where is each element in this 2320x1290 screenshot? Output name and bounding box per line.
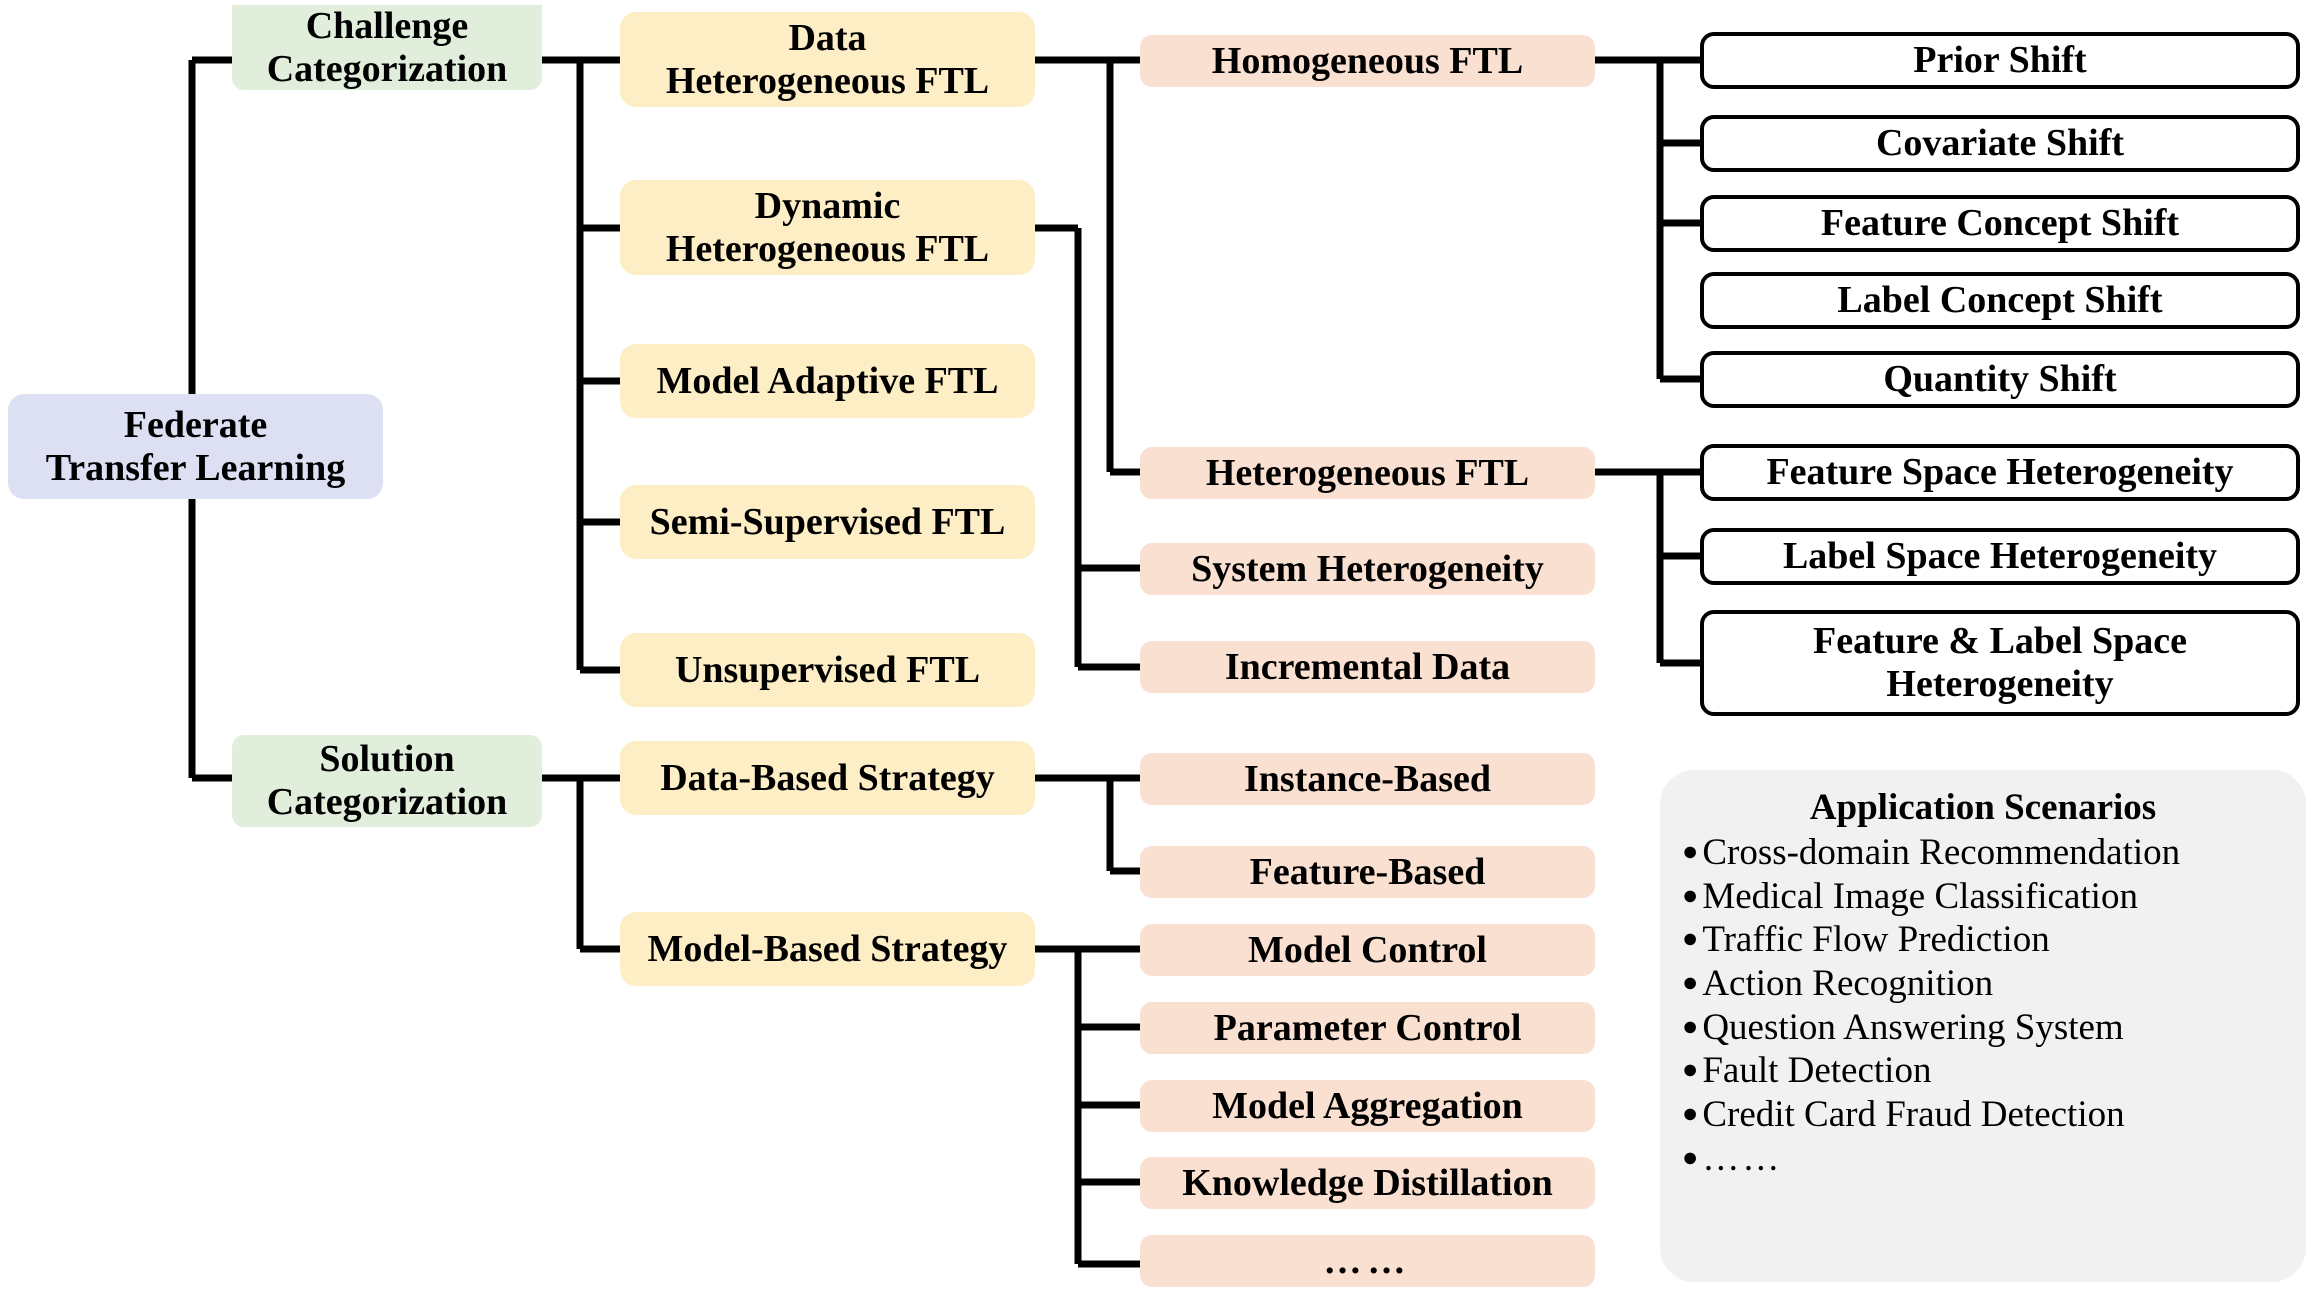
node-solution-categorization-label: Solution Categorization [266,738,508,823]
node-prior-shift-label: Prior Shift [1913,39,2087,82]
node-knowledge-distillation-label: Knowledge Distillation [1182,1161,1553,1204]
node-feature-based-label: Feature-Based [1249,850,1486,893]
node-feature-concept-shift[interactable]: Feature Concept Shift [1700,195,2300,252]
list-item[interactable]: ● Credit Card Fraud Detection [1682,1093,2284,1137]
node-more-strategies-label: …… [1323,1239,1412,1282]
node-system-heterogeneity[interactable]: System Heterogeneity [1140,543,1595,595]
node-model-adaptive-ftl[interactable]: Model Adaptive FTL [620,344,1035,418]
node-prior-shift[interactable]: Prior Shift [1700,32,2300,89]
node-model-aggregation-label: Model Aggregation [1212,1084,1523,1127]
node-solution-categorization[interactable]: Solution Categorization [232,735,542,827]
node-feature-space-heterogeneity[interactable]: Feature Space Heterogeneity [1700,444,2300,501]
node-parameter-control[interactable]: Parameter Control [1140,1002,1595,1054]
bullet-icon: ● [1682,966,1699,997]
application-scenarios-list: ● Cross-domain Recommendation ● Medical … [1682,831,2284,1180]
node-model-based-strategy-label: Model-Based Strategy [647,927,1008,970]
node-quantity-shift-label: Quantity Shift [1883,358,2117,401]
node-model-control-label: Model Control [1248,928,1487,971]
node-incremental-data-label: Incremental Data [1224,645,1511,688]
list-item[interactable]: ● Medical Image Classification [1682,875,2284,919]
node-label-concept-shift-label: Label Concept Shift [1837,279,2163,322]
list-item-label: Traffic Flow Prediction [1702,919,2050,961]
node-data-heterogeneous-ftl[interactable]: Data Heterogeneous FTL [620,12,1035,107]
node-unsupervised-ftl[interactable]: Unsupervised FTL [620,633,1035,707]
node-dynamic-heterogeneous-ftl-label: Dynamic Heterogeneous FTL [665,184,990,270]
node-heterogeneous-ftl-label: Heterogeneous FTL [1205,451,1530,494]
node-covariate-shift-label: Covariate Shift [1875,122,2125,165]
node-parameter-control-label: Parameter Control [1213,1006,1522,1049]
list-item[interactable]: ● Action Recognition [1682,962,2284,1006]
node-homogeneous-ftl-label: Homogeneous FTL [1211,39,1524,82]
bullet-icon: ● [1682,1141,1699,1172]
application-scenarios-title: Application Scenarios [1809,787,2157,828]
application-scenarios-panel: Application Scenarios ● Cross-domain Rec… [1660,770,2306,1282]
node-challenge-categorization-label: Challenge Categorization [266,4,508,90]
node-homogeneous-ftl[interactable]: Homogeneous FTL [1140,35,1595,87]
node-label-space-heterogeneity[interactable]: Label Space Heterogeneity [1700,528,2300,585]
node-data-based-strategy-label: Data-Based Strategy [660,756,995,799]
node-instance-based[interactable]: Instance-Based [1140,753,1595,805]
node-model-aggregation[interactable]: Model Aggregation [1140,1080,1595,1132]
node-heterogeneous-ftl[interactable]: Heterogeneous FTL [1140,447,1595,499]
node-label-space-heterogeneity-label: Label Space Heterogeneity [1782,535,2218,578]
bullet-icon: ● [1682,836,1699,866]
list-item-label: …… [1702,1137,1783,1179]
list-item-label: Action Recognition [1702,962,1994,1004]
list-item-label: Credit Card Fraud Detection [1702,1093,2125,1135]
node-knowledge-distillation[interactable]: Knowledge Distillation [1140,1157,1595,1209]
bullet-icon: ● [1682,923,1699,954]
bullet-icon: ● [1682,879,1699,910]
list-item[interactable]: ● …… [1682,1137,2284,1181]
list-item[interactable]: ● Traffic Flow Prediction [1682,918,2284,962]
node-root-label: Federate Transfer Learning [45,403,346,489]
node-feature-label-space-heterogeneity[interactable]: Feature & Label Space Heterogeneity [1700,610,2300,716]
node-instance-based-label: Instance-Based [1243,757,1492,800]
list-item-label: Cross-domain Recommendation [1702,832,2181,873]
node-semi-supervised-ftl[interactable]: Semi-Supervised FTL [620,485,1035,559]
bullet-icon: ● [1682,1010,1699,1041]
bullet-icon: ● [1682,1097,1699,1128]
node-model-adaptive-ftl-label: Model Adaptive FTL [656,359,999,402]
node-feature-concept-shift-label: Feature Concept Shift [1820,202,2180,245]
node-data-based-strategy[interactable]: Data-Based Strategy [620,741,1035,815]
node-quantity-shift[interactable]: Quantity Shift [1700,351,2300,408]
node-feature-space-heterogeneity-label: Feature Space Heterogeneity [1766,451,2234,494]
node-label-concept-shift[interactable]: Label Concept Shift [1700,272,2300,329]
node-feature-label-space-heterogeneity-label: Feature & Label Space Heterogeneity [1813,620,2187,705]
node-feature-based[interactable]: Feature-Based [1140,846,1595,898]
list-item[interactable]: ● Question Answering System [1682,1006,2284,1050]
node-unsupervised-ftl-label: Unsupervised FTL [674,648,981,691]
node-more-strategies[interactable]: …… [1140,1235,1595,1287]
list-item[interactable]: ● Cross-domain Recommendation [1682,831,2284,875]
list-item[interactable]: ● Fault Detection [1682,1049,2284,1093]
node-dynamic-heterogeneous-ftl[interactable]: Dynamic Heterogeneous FTL [620,180,1035,275]
node-covariate-shift[interactable]: Covariate Shift [1700,115,2300,172]
list-item-label: Fault Detection [1702,1050,1932,1092]
node-challenge-categorization[interactable]: Challenge Categorization [232,5,542,90]
node-model-control[interactable]: Model Control [1140,924,1595,976]
node-model-based-strategy[interactable]: Model-Based Strategy [620,912,1035,986]
node-system-heterogeneity-label: System Heterogeneity [1191,547,1544,590]
node-semi-supervised-ftl-label: Semi-Supervised FTL [649,500,1006,543]
node-root[interactable]: Federate Transfer Learning [8,394,383,499]
list-item-label: Question Answering System [1702,1006,2124,1048]
node-data-heterogeneous-ftl-label: Data Heterogeneous FTL [665,16,990,102]
list-item-label: Medical Image Classification [1702,875,2138,917]
node-incremental-data[interactable]: Incremental Data [1140,641,1595,693]
bullet-icon: ● [1682,1054,1699,1085]
